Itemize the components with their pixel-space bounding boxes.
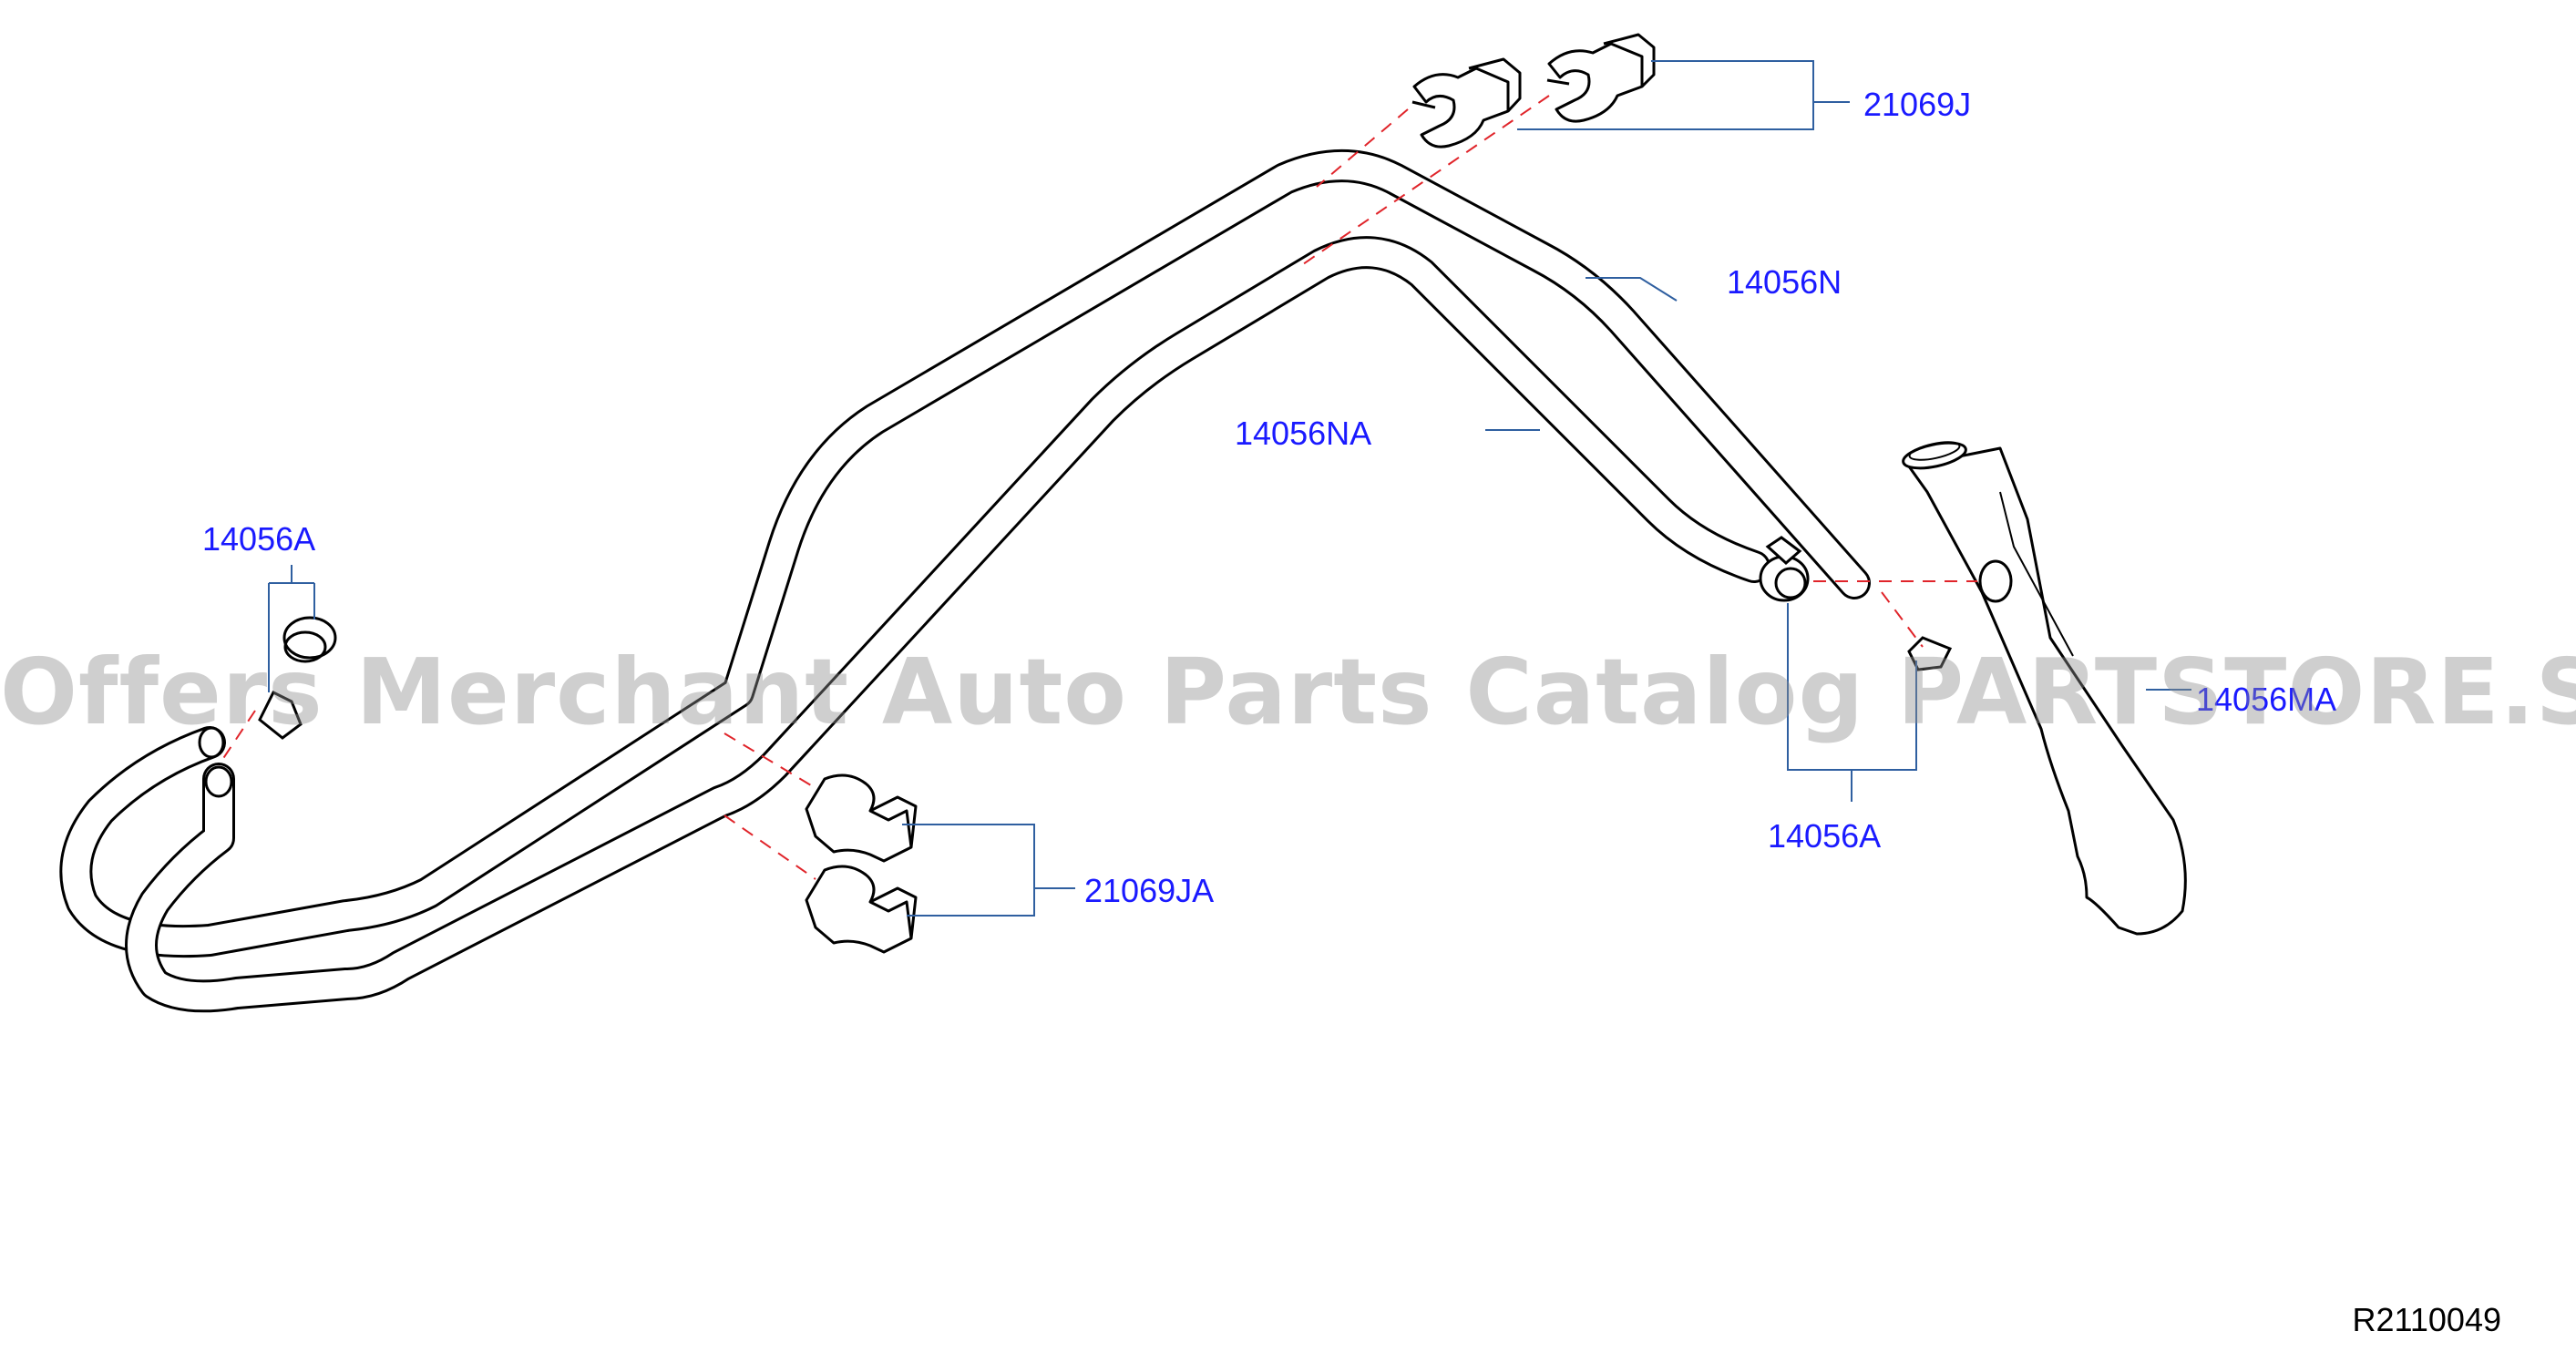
hose-14056na xyxy=(125,236,1770,1013)
label-21069ja[interactable]: 21069JA xyxy=(1084,872,1215,909)
clamp-14056a-left xyxy=(258,616,337,740)
clip-21069ja-a xyxy=(805,773,918,863)
watermark: Offers Merchant Auto Parts Catalog PARTS… xyxy=(0,639,2576,745)
leader-lines xyxy=(268,60,2191,917)
label-14056a-right[interactable]: 14056A xyxy=(1768,817,1882,855)
label-14056a-left[interactable]: 14056A xyxy=(202,520,316,558)
label-21069j[interactable]: 21069J xyxy=(1863,86,1972,123)
label-14056ma[interactable]: 14056MA xyxy=(2196,681,2337,718)
clip-21069j-a xyxy=(1411,57,1522,149)
hose-end-lower-left xyxy=(204,765,233,798)
clip-21069j-b xyxy=(1546,33,1656,123)
drawing-number: R2110049 xyxy=(2352,1301,2501,1338)
alignment-dashes xyxy=(218,95,1977,880)
label-14056na[interactable]: 14056NA xyxy=(1235,415,1372,452)
clamp-14056a-right xyxy=(1759,536,1953,671)
label-14056n[interactable]: 14056N xyxy=(1727,263,1842,301)
hose-14056n xyxy=(59,149,1871,958)
filler-tube-14056ma xyxy=(1902,441,2187,936)
hose-end-upper-left xyxy=(198,726,225,759)
clip-21069ja-b xyxy=(805,865,918,954)
